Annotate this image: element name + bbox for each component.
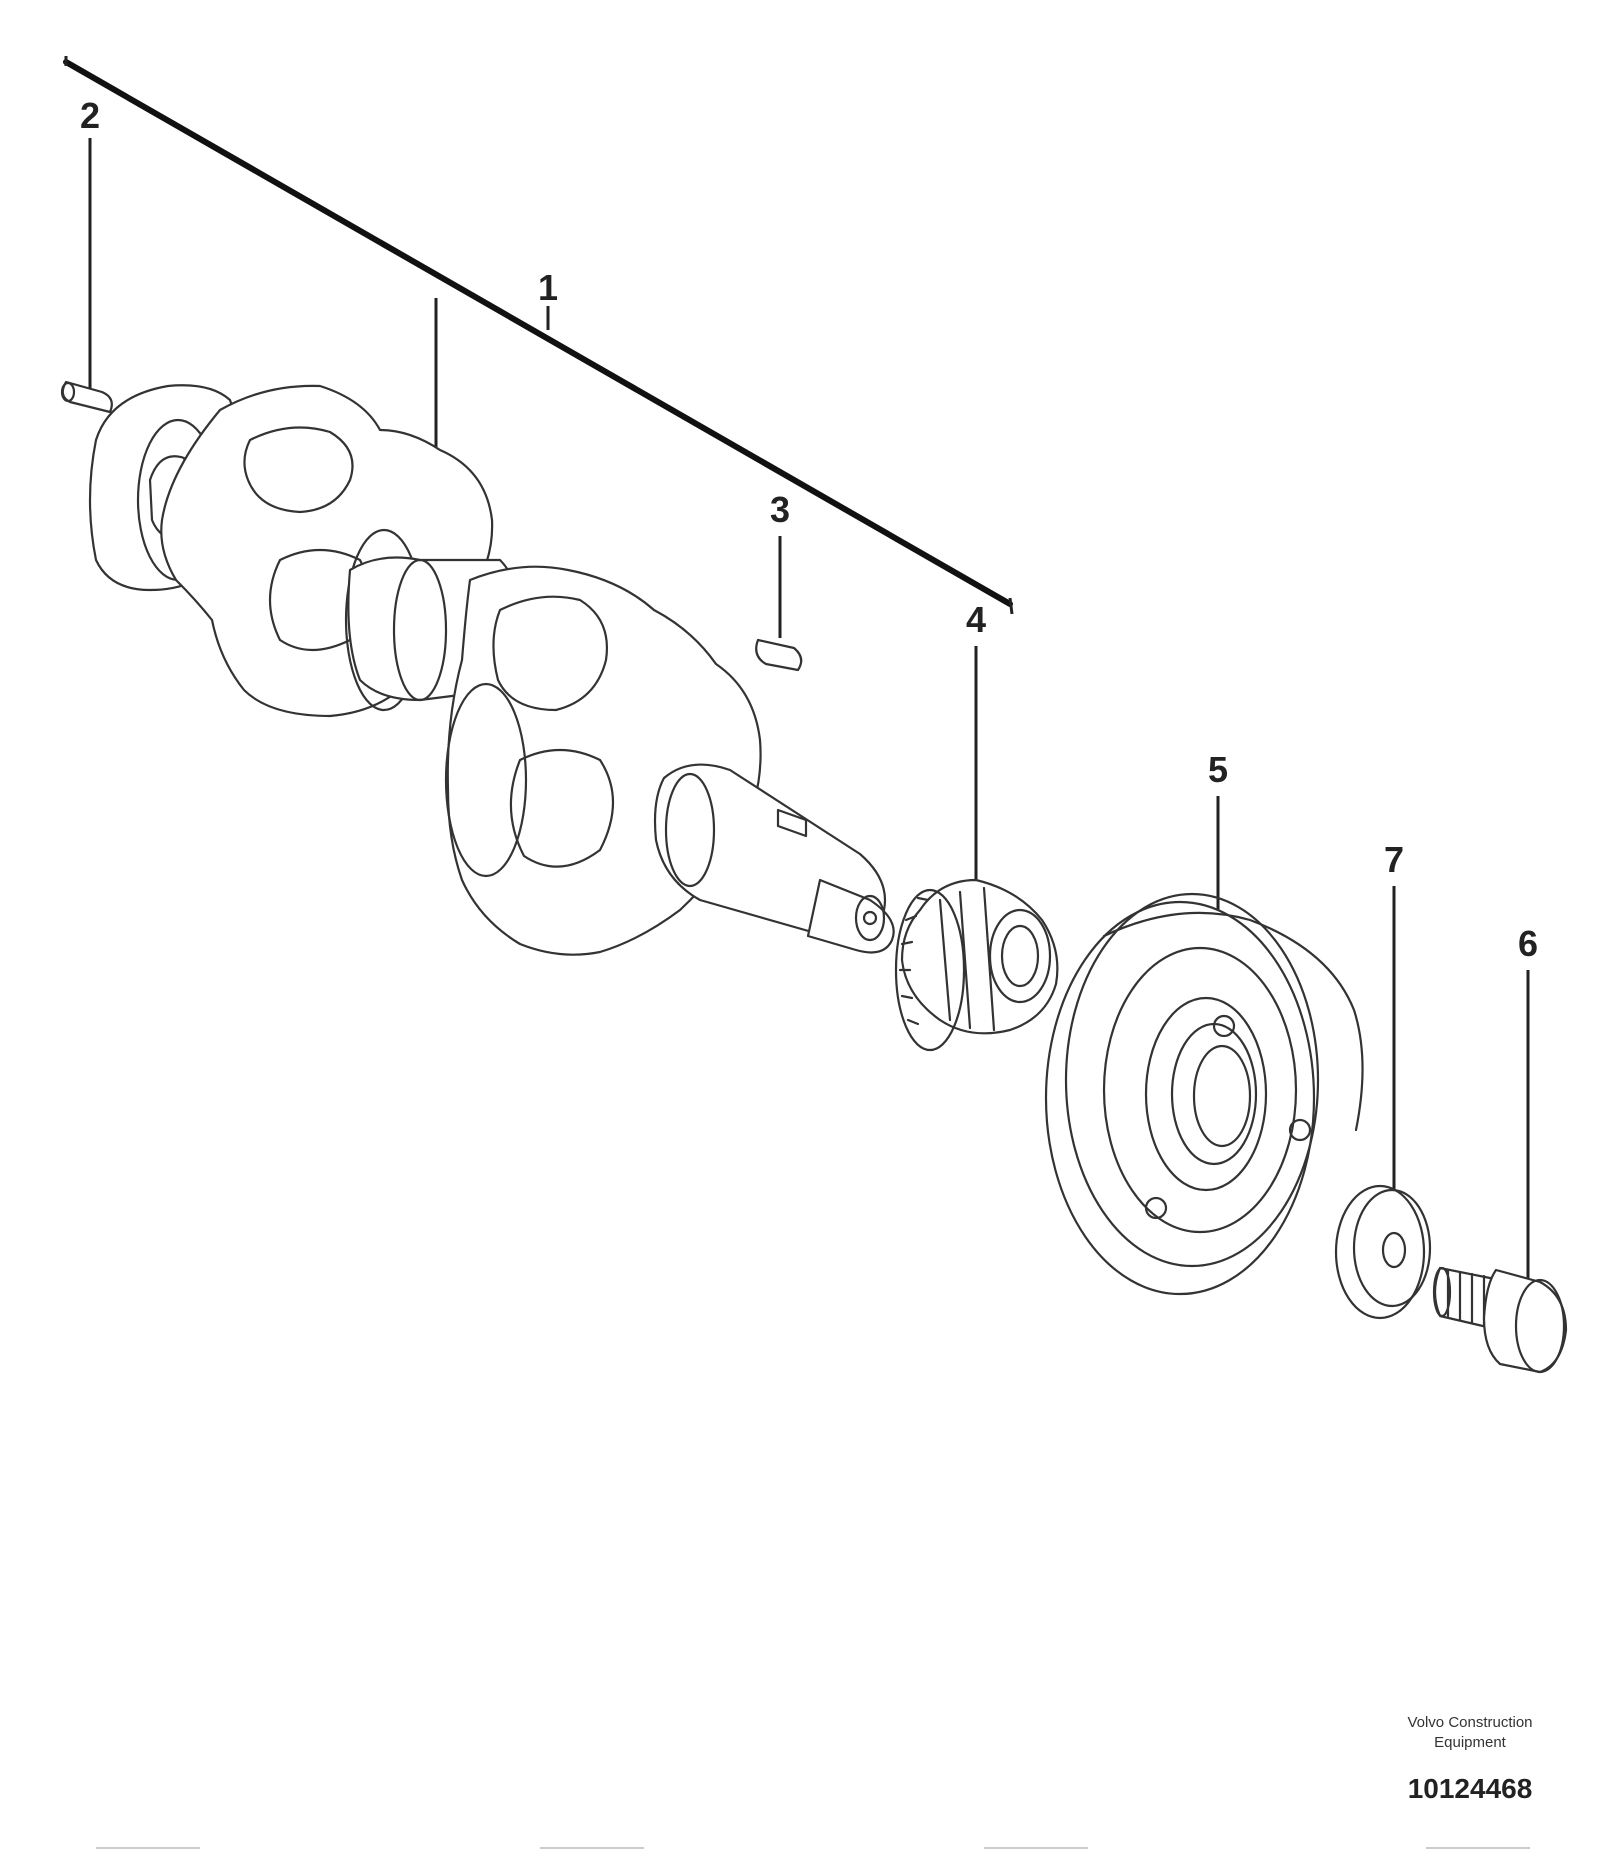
callout-4: 4 <box>966 599 986 884</box>
gear <box>894 878 1059 1052</box>
callout-1-label: 1 <box>538 267 558 308</box>
callout-7-label: 7 <box>1384 839 1404 880</box>
assembly-bracket <box>63 56 1014 615</box>
drawing-code: 10124468 <box>1408 1773 1533 1804</box>
crankshaft <box>88 384 895 956</box>
callout-2-label: 2 <box>80 95 100 136</box>
drawing-footer: Volvo Construction Equipment 10124468 <box>1407 1714 1532 1804</box>
callout-7: 7 <box>1384 839 1404 1190</box>
key <box>755 638 803 672</box>
callout-2: 2 <box>80 95 100 388</box>
washer <box>1334 1184 1432 1320</box>
callout-3-label: 3 <box>770 489 790 530</box>
callout-3: 3 <box>770 489 790 638</box>
footer-company-line1: Volvo Construction <box>1407 1714 1532 1731</box>
callout-1: 1 <box>434 267 558 452</box>
callout-4-label: 4 <box>966 599 986 640</box>
callout-5-label: 5 <box>1208 749 1228 790</box>
footer-company-line2: Equipment <box>1434 1734 1507 1751</box>
dowel-pin <box>60 380 113 414</box>
callout-6-label: 6 <box>1518 923 1538 964</box>
pulley-damper <box>1044 892 1364 1296</box>
callout-6: 6 <box>1518 923 1538 1290</box>
callout-5: 5 <box>1208 749 1228 920</box>
bolt <box>1432 1266 1568 1374</box>
